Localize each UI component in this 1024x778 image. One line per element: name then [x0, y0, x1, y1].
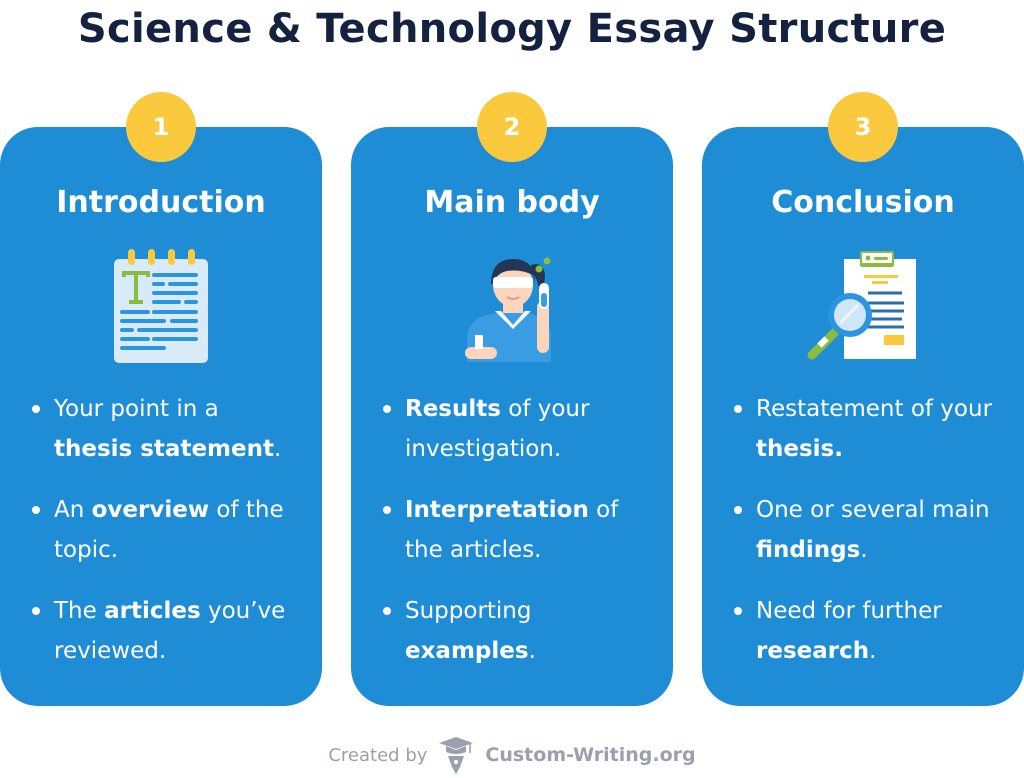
scientist-icon	[465, 257, 551, 362]
bullet-item: An overview of the topic.	[30, 490, 302, 570]
created-by-label: Created by	[328, 744, 428, 766]
graduation-pen-icon	[439, 737, 474, 774]
bullet-item: Your point in a thesis statement.	[30, 389, 302, 469]
bullet-item: Interpretation of the articles.	[381, 490, 653, 570]
notepad-icon	[114, 249, 208, 363]
bullet-list: Your point in a thesis statement. An ove…	[30, 389, 302, 692]
bullet-item: The articles you’ve reviewed.	[30, 591, 302, 671]
bullet-item: One or several main findings.	[732, 490, 1004, 570]
bullet-item: Need for further research.	[732, 591, 1004, 671]
card-heading: Introduction	[56, 185, 266, 220]
card-main-body: Main body Results of your investigation.…	[351, 127, 673, 706]
brand-name: Custom-Writing.org	[485, 744, 696, 766]
step-badge-2: 2	[477, 92, 547, 162]
card-conclusion: Conclusion Restatement of your thesis. O…	[702, 127, 1024, 706]
card-heading: Conclusion	[771, 185, 955, 220]
bullet-list: Restatement of your thesis. One or sever…	[732, 389, 1004, 692]
step-badge-3: 3	[828, 92, 898, 162]
card-introduction: Introduction Your point in a thesis stat…	[0, 127, 322, 706]
card-heading: Main body	[424, 185, 600, 220]
bullet-item: Supporting examples.	[381, 591, 653, 671]
bullet-list: Results of your investigation. Interpret…	[381, 389, 653, 692]
step-badge-1: 1	[126, 92, 196, 162]
clipboard-magnifier-icon	[807, 251, 916, 360]
bullet-item: Restatement of your thesis.	[732, 389, 1004, 469]
bullet-item: Results of your investigation.	[381, 389, 653, 469]
page-title: Science & Technology Essay Structure	[77, 6, 947, 52]
footer-credit: Created by Custom-Writing.org	[0, 735, 1024, 775]
